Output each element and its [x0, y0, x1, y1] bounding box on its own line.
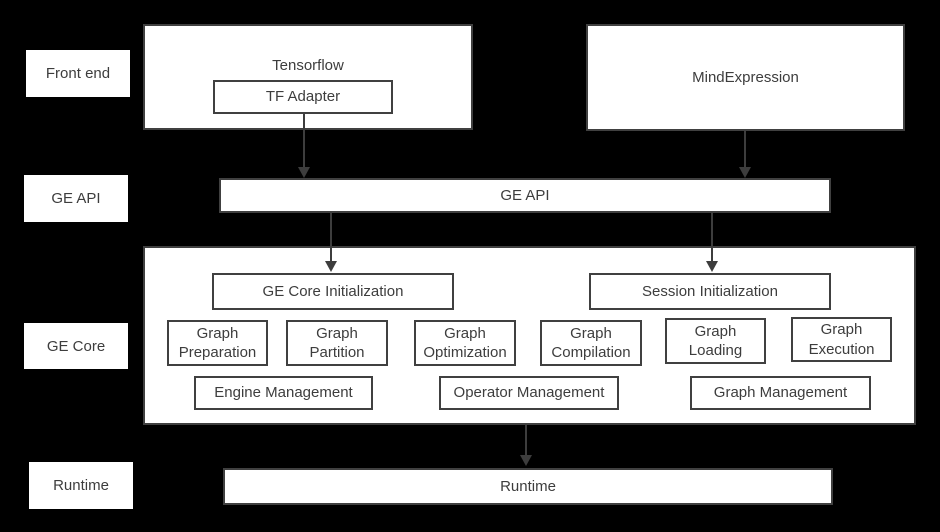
tf-adapter-box: TF Adapter	[213, 80, 393, 114]
engine-management-box: Engine Management	[194, 376, 373, 410]
session-initialization-box: Session Initialization	[589, 273, 831, 310]
ge-api-bar: GE API	[219, 178, 831, 213]
layer-label-front-end: Front end	[26, 50, 130, 97]
graph-preparation-box: Graph Preparation	[167, 320, 268, 366]
graph-loading-box: Graph Loading	[665, 318, 766, 364]
operator-management-box: Operator Management	[439, 376, 619, 410]
graph-optimization-box: Graph Optimization	[414, 320, 516, 366]
tensorflow-box: Tensorflow	[143, 24, 473, 130]
layer-label-ge-core: GE Core	[24, 323, 128, 369]
layer-label-ge-api: GE API	[24, 175, 128, 222]
graph-execution-box: Graph Execution	[791, 317, 892, 362]
arrow-ge-core-to-runtime	[520, 425, 532, 466]
layer-label-runtime: Runtime	[29, 462, 133, 509]
graph-compilation-box: Graph Compilation	[540, 320, 642, 366]
tensorflow-label: Tensorflow	[272, 57, 344, 74]
ge-core-initialization-box: GE Core Initialization	[212, 273, 454, 310]
arrow-mindexpression-to-ge-api	[739, 131, 751, 178]
mindexpression-box: MindExpression	[586, 24, 905, 131]
graph-management-box: Graph Management	[690, 376, 871, 410]
runtime-bar: Runtime	[223, 468, 833, 505]
graph-partition-box: Graph Partition	[286, 320, 388, 366]
